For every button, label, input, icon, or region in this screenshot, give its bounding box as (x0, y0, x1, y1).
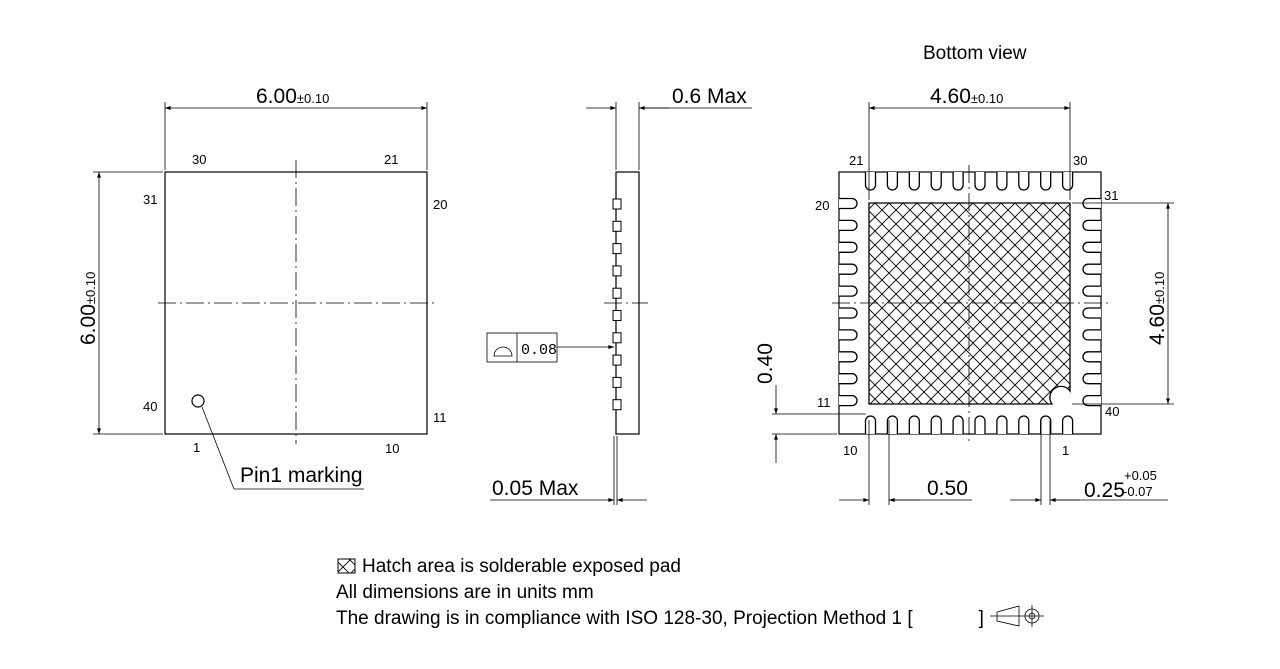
pin-label-31: 31 (143, 192, 157, 207)
lead-pad (839, 285, 858, 297)
note-iso: The drawing is in compliance with ISO 12… (336, 608, 984, 629)
lead-pad (1082, 263, 1101, 275)
bottom-pin-label-30: 30 (1073, 153, 1087, 168)
lead-pad (974, 172, 986, 191)
standoff-dimension: 0.05 Max (492, 477, 579, 500)
pin-label-21: 21 (384, 152, 398, 167)
lead-pad (1018, 172, 1030, 191)
bottom-view: Bottom view 4.60±0.10 4.60±0.10 0.40 0.5… (754, 43, 1174, 505)
lead-pad (1018, 415, 1030, 434)
lead-pad (864, 172, 877, 191)
hatch-legend-swatch (337, 558, 356, 574)
lead-pad (908, 415, 920, 434)
pin-label-20: 20 (433, 197, 447, 212)
side-lead (612, 198, 622, 210)
lead-pad (839, 351, 858, 363)
lead-pad (996, 172, 1008, 191)
lead-pad (886, 172, 899, 191)
lead-pad (952, 415, 964, 434)
bottom-view-title: Bottom view (923, 43, 1027, 64)
bottom-pin-label-21: 21 (849, 153, 863, 168)
lead-pad (1082, 394, 1101, 407)
exposed-pad (868, 202, 1071, 405)
height-dimension: 6.00±0.10 (77, 272, 100, 345)
lead-pad (1061, 415, 1074, 434)
lead-pad (1082, 197, 1101, 210)
flatness-control-frame (486, 332, 558, 363)
bottom-pin-label-10: 10 (843, 443, 857, 458)
side-view: 0.6 Max 0.05 Max 0.08 (486, 85, 752, 505)
bottom-pin-label-11: 11 (817, 395, 831, 410)
lead-pad (839, 373, 858, 385)
lead-pad (1082, 307, 1101, 319)
lead-pad (839, 307, 858, 319)
lead-width-tol-plus: +0.05 (1124, 468, 1157, 483)
flatness-symbol-icon (493, 346, 513, 357)
lead-pad (930, 172, 942, 191)
pin-label-1: 1 (193, 440, 200, 455)
lead-pad (839, 263, 858, 275)
side-lead (612, 310, 622, 321)
lead-pad (1082, 329, 1101, 341)
lead-pad (839, 241, 858, 253)
lead-pad (1082, 351, 1101, 363)
lead-width-dimension: 0.25 (1084, 479, 1125, 502)
top-view: 6.00±0.10 6.00±0.10 30 21 31 20 40 11 1 … (77, 85, 447, 490)
lead-length-dimension: 0.40 (754, 343, 777, 384)
lead-pad (974, 415, 986, 434)
width-dimension: 6.00±0.10 (256, 85, 329, 108)
lead-width-tol-minus: -0.07 (1123, 484, 1153, 499)
side-lead (612, 332, 622, 344)
pin-label-30: 30 (192, 152, 206, 167)
lead-pad (1082, 241, 1101, 253)
side-lead (612, 265, 622, 277)
bottom-pin-label-31: 31 (1104, 188, 1118, 203)
lead-pad (839, 219, 858, 232)
lead-pad (1082, 219, 1101, 232)
lead-pad (839, 394, 858, 407)
side-lead (612, 220, 622, 232)
lead-pad (952, 172, 964, 191)
side-lead (612, 399, 622, 411)
flatness-value: 0.08 (521, 342, 557, 359)
lead-pad (1082, 373, 1101, 385)
lead-pad (839, 329, 858, 341)
pin-label-10: 10 (385, 441, 399, 456)
pin-label-40: 40 (143, 399, 157, 414)
lead-pad (1040, 415, 1052, 434)
note-hatch: Hatch area is solderable exposed pad (362, 556, 681, 577)
projection-method-icon (990, 605, 1044, 627)
side-leads (612, 198, 622, 411)
lead-pad (996, 415, 1008, 434)
pad-width-dimension: 4.60±0.10 (930, 85, 1003, 108)
height-max-dimension: 0.6 Max (672, 85, 747, 108)
side-lead (612, 243, 622, 255)
lead-pad (930, 415, 942, 434)
bottom-leads (839, 172, 1101, 434)
bottom-pin-label-20: 20 (815, 198, 829, 213)
side-lead (612, 287, 622, 299)
lead-pad (1082, 285, 1101, 297)
bottom-pin-label-1: 1 (1062, 443, 1069, 458)
note-units: All dimensions are in units mm (336, 582, 594, 603)
lead-pad (886, 415, 899, 434)
pin1-marker (191, 394, 205, 408)
lead-pad (908, 172, 920, 191)
side-lead (612, 376, 622, 388)
pin1-marking-label: Pin1 marking (240, 464, 363, 487)
side-lead (612, 354, 622, 366)
pin-label-11: 11 (433, 410, 447, 425)
pitch-dimension: 0.50 (927, 477, 968, 500)
lead-pad (1061, 172, 1074, 191)
bottom-pin-label-40: 40 (1105, 404, 1119, 419)
pad-height-dimension: 4.60±0.10 (1146, 272, 1169, 345)
lead-pad (864, 415, 877, 434)
lead-pad (839, 197, 858, 210)
lead-pad (1040, 172, 1052, 191)
